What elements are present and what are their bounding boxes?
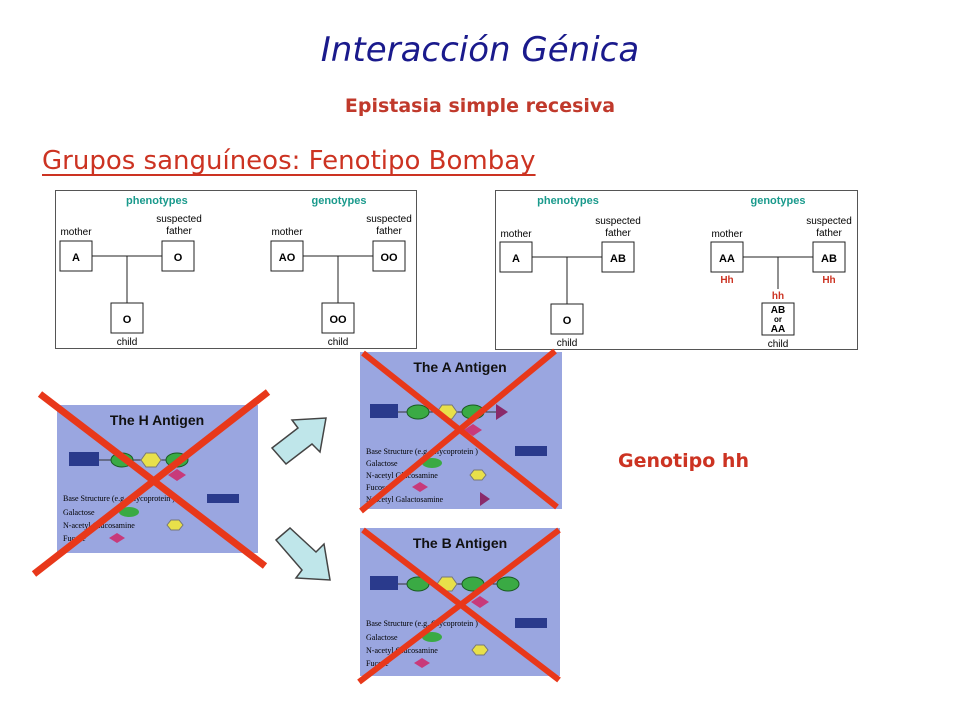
geno-mother-label: mother <box>271 227 303 238</box>
legend-fucose: Fucose <box>63 534 86 543</box>
a-legend-galactosamine: N-acetyl Galactosamine <box>366 495 444 504</box>
geno-mother: AO <box>279 252 296 264</box>
child-box <box>110 302 144 334</box>
r-geno-mother-box <box>710 241 744 273</box>
geno-father: OO <box>380 252 398 264</box>
geno-child: OO <box>329 314 347 326</box>
mother-phenotype: A <box>72 252 80 264</box>
mother-box <box>59 240 93 272</box>
legend-galactose: Galactose <box>63 508 95 517</box>
r-geno-father-box <box>812 241 846 273</box>
r-geno-child-bot: AA <box>771 324 785 335</box>
b-legend-fucose: Fucose <box>366 659 389 668</box>
legend-base: Base Structure (e.g. Glycoprotein ) <box>63 494 175 503</box>
pedigree-right: phenotypes genotypes mother suspected fa… <box>495 190 858 350</box>
geno-child-box <box>321 302 355 334</box>
antigen-h-panel: The H Antigen Base Structure (e.g. Glyco… <box>57 405 258 553</box>
geno-father-box <box>372 240 406 272</box>
antigen-b-panel: The B Antigen Base Structure (e.g. Glyco… <box>360 528 560 676</box>
galactose-shape <box>110 452 134 468</box>
r-father-box <box>601 241 635 273</box>
r-geno-mother: AA <box>719 253 735 265</box>
r-geno-child-box <box>761 302 795 336</box>
a-legend-galactose: Galactose <box>366 459 398 468</box>
legend-glucosamine: N-acetyl Glucosamine <box>63 521 135 530</box>
antigen-a-panel: The A Antigen Base Structure (e.g. Glyco… <box>360 352 562 509</box>
r-geno-mother-sub: Hh <box>720 275 733 286</box>
r-mother-phenotype: A <box>512 253 520 265</box>
r-father-label-line2: father <box>605 228 631 239</box>
r-father-label-line1: suspected <box>595 216 641 227</box>
geno-child-label: child <box>328 337 349 348</box>
father-box <box>161 240 195 272</box>
pedigree-left-phenotypes-label: phenotypes <box>126 195 188 207</box>
galactose-shape <box>165 452 189 468</box>
father-phenotype: O <box>174 252 183 264</box>
child-label: child <box>117 337 138 348</box>
r-geno-father: AB <box>821 253 837 265</box>
r-geno-child-top: AB <box>771 305 785 316</box>
antigen-h-title: The H Antigen <box>110 412 204 428</box>
father-label-line2: father <box>166 226 192 237</box>
pedigree-right-phenotypes-label: phenotypes <box>537 195 599 207</box>
slide-title: Interacción Génica <box>320 30 640 70</box>
pedigree-left-genotypes-label: genotypes <box>311 195 366 207</box>
fucose-shape <box>168 469 186 481</box>
r-child-box <box>550 303 584 335</box>
slide-subtitle: Epistasia simple recesiva <box>344 95 616 117</box>
r-geno-father-label-line2: father <box>816 228 842 239</box>
antigen-a-title: The A Antigen <box>413 359 506 375</box>
a-legend-base: Base Structure (e.g. Glycoprotein ) <box>366 447 478 456</box>
arrow-to-a-icon <box>268 414 332 470</box>
geno-father-label-line1: suspected <box>366 214 412 225</box>
pedigree-right-genotypes-label: genotypes <box>750 195 805 207</box>
antigen-b-title: The B Antigen <box>413 535 507 551</box>
genotype-label: Genotipo hh <box>618 450 749 472</box>
geno-father-label-line2: father <box>376 226 402 237</box>
base-structure-shape <box>69 452 99 466</box>
b-legend-base: Base Structure (e.g. Glycoprotein ) <box>366 619 478 628</box>
arrow-to-b-icon <box>272 524 336 584</box>
r-child-phenotype: O <box>563 315 572 327</box>
r-geno-child-label: child <box>768 339 789 349</box>
glucosamine-shape <box>140 452 162 468</box>
r-geno-child-sub: hh <box>772 291 784 302</box>
child-phenotype: O <box>123 314 132 326</box>
r-geno-father-label-line1: suspected <box>806 216 852 227</box>
r-child-label: child <box>557 338 578 349</box>
r-father-phenotype: AB <box>610 253 626 265</box>
r-geno-mother-label: mother <box>711 229 743 240</box>
a-legend-fucose: Fucose <box>366 483 389 492</box>
geno-mother-box <box>270 240 304 272</box>
father-label-line1: suspected <box>156 214 202 225</box>
b-legend-glucosamine: N-acetyl Glucosamine <box>366 646 438 655</box>
r-geno-father-sub: Hh <box>822 275 835 286</box>
b-legend-galactose: Galactose <box>366 633 398 642</box>
a-legend-glucosamine: N-acetyl Glucosamine <box>366 471 438 480</box>
r-mother-label: mother <box>500 229 532 240</box>
mother-label: mother <box>60 227 92 238</box>
section-heading: Grupos sanguíneos: Fenotipo Bombay <box>42 146 536 176</box>
r-geno-child-mid: or <box>774 315 782 324</box>
pedigree-left: phenotypes genotypes mother suspected fa… <box>55 190 417 349</box>
